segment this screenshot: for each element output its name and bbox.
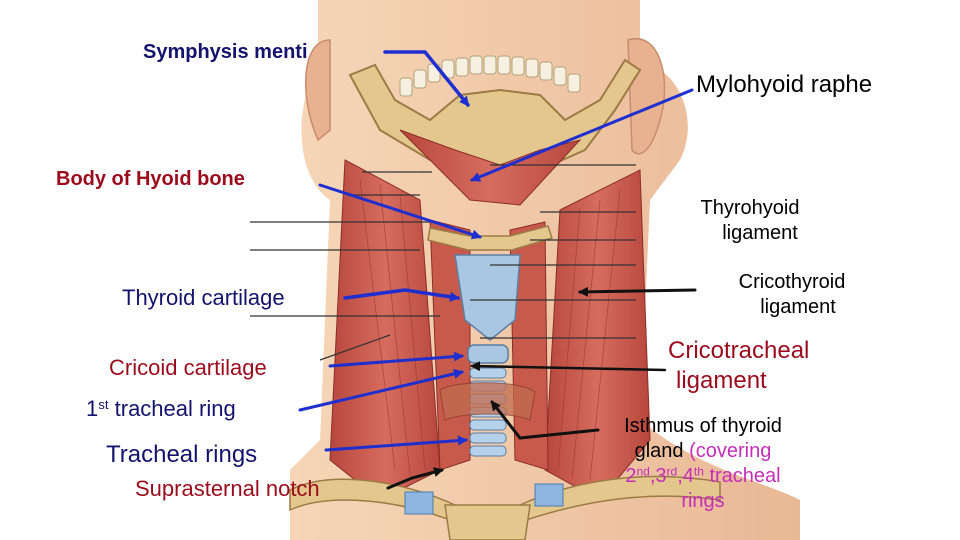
label-isthmus-of-thyroid-gland: Isthmus of thyroid gland (covering 2nd,3…: [594, 414, 812, 514]
label-symphysis-menti: Symphysis menti: [143, 41, 308, 63]
label-isthmus-line4: rings: [681, 490, 725, 512]
arrow-tracheal-rings: [324, 435, 468, 452]
arrow-isthmus-thyroid: [490, 400, 600, 440]
arrow-first-tracheal-ring: [298, 368, 464, 412]
isthmus-s2: rd: [666, 464, 678, 479]
label-isthmus-line3: 2nd,3rd,4th tracheal: [594, 464, 812, 489]
blank-leader-lines: [250, 164, 636, 361]
thyroid-isthmus: [439, 382, 536, 421]
arrow-cricoid-cartilage: [328, 351, 464, 368]
sternoclavicular-joint-right: [534, 483, 564, 507]
label-body-of-hyoid-bone: Body of Hyoid bone: [56, 168, 245, 190]
label-isthmus-gland: gland: [634, 440, 690, 462]
label-thyrohyoid-line2: ligament: [722, 222, 798, 244]
isthmus-n2: ,3: [649, 465, 667, 487]
hyoid-bone: [427, 225, 553, 251]
label-thyrohyoid-ligament: Thyrohyoid ligament: [680, 196, 820, 246]
manubrium: [444, 504, 531, 540]
arrow-mylohyoid-raphe: [470, 88, 694, 182]
label-cricotracheal-line1: Cricotracheal: [668, 337, 810, 364]
isthmus-s3: th: [693, 464, 704, 479]
label-first-ring-text: tracheal ring: [108, 396, 236, 421]
thyroid-cartilage: [454, 254, 521, 341]
clavicle-right: [519, 475, 721, 524]
label-cricothyroid-ligament: Cricothyroid ligament: [712, 270, 872, 320]
arrow-body-of-hyoid: [318, 183, 482, 240]
label-first-ring-sup: st: [98, 396, 109, 412]
sternoclavicular-joint-left: [404, 491, 434, 515]
label-first-ring-num: 1: [86, 396, 99, 421]
label-cricothyroid-line2: ligament: [760, 296, 836, 318]
label-suprasternal-notch: Suprasternal notch: [135, 476, 320, 501]
cricoid-cartilage: [467, 344, 509, 364]
label-cricotracheal-line2: ligament: [676, 367, 767, 394]
arrow-suprasternal-notch: [386, 467, 444, 490]
isthmus-n4: tracheal: [703, 465, 781, 487]
label-isthmus-covering: (covering: [689, 440, 772, 462]
pointer-arrows: [298, 50, 697, 490]
arrow-thyroid-cartilage: [343, 288, 460, 302]
sternocleidomastoid-right: [544, 169, 651, 501]
label-thyrohyoid-line1: Thyrohyoid: [700, 197, 800, 219]
label-isthmus-line1: Isthmus of thyroid: [624, 415, 782, 437]
label-tracheal-rings: Tracheal rings: [106, 441, 258, 468]
arrow-cricothyroid-ligament: [578, 286, 697, 297]
arrow-cricotracheal-ligament: [470, 361, 667, 372]
label-first-tracheal-ring: 1st tracheal ring: [86, 395, 236, 423]
sternocleidomastoid-left: [329, 159, 441, 501]
isthmus-n3: ,4: [677, 465, 694, 487]
isthmus-s1: nd: [636, 464, 650, 479]
ear-left: [304, 39, 331, 142]
teeth: [399, 55, 581, 97]
isthmus-n1: 2: [625, 465, 637, 487]
label-thyroid-cartilage: Thyroid cartilage: [122, 285, 285, 310]
arrow-symphysis-menti: [383, 50, 470, 107]
label-cricothyroid-line1: Cricothyroid: [738, 271, 846, 293]
label-cricotracheal-ligament: Cricotracheal ligament: [668, 336, 809, 396]
label-cricoid-cartilage: Cricoid cartilage: [109, 355, 267, 380]
label-isthmus-line2: gland (covering: [594, 439, 812, 464]
label-mylohyoid-raphe: Mylohyoid raphe: [696, 71, 873, 98]
